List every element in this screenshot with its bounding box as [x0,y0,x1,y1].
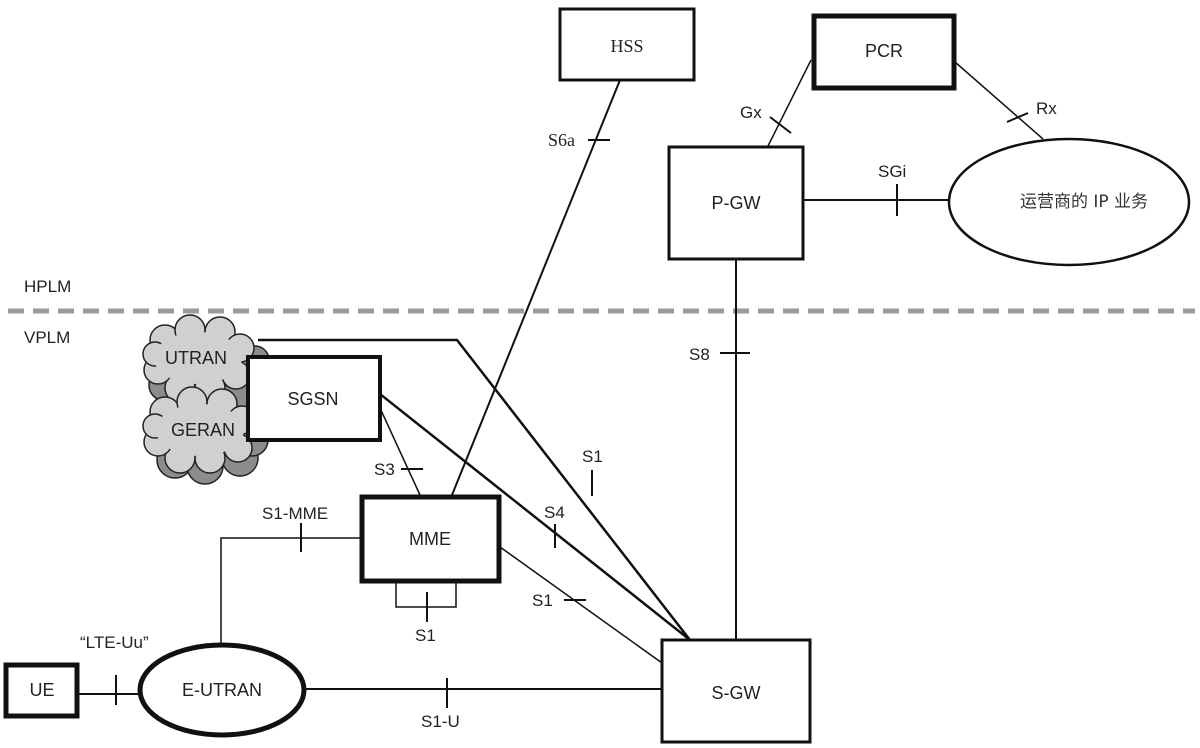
interface-ticks [115,112,1029,708]
connections [77,59,1044,695]
node-ue[interactable]: UE [3,662,80,719]
label-s8: S8 [689,345,710,364]
label-s4: S4 [544,503,565,522]
label-s11: S1 [532,591,553,610]
cloud-utran [142,314,255,404]
pcr-label: PCR [865,41,903,61]
label-rx: Rx [1036,99,1057,118]
ue-label: UE [29,680,54,700]
node-pgw[interactable]: P-GW [667,145,805,261]
operator-ip-label: 运营商的 IP 业务 [1020,192,1148,212]
node-operator-ip-services[interactable]: 运营商的 IP 业务 [947,137,1191,267]
label-lte-uu: “LTE-Uu” [80,633,149,652]
link-pcr-operator [954,61,1044,140]
link-pgw-pcr [767,59,812,147]
label-s1-mme: S1-MME [262,504,328,523]
link-mme-sgw [499,546,663,664]
hss-label: HSS [610,36,643,56]
region-label-hplm: HPLM [24,277,71,296]
node-sgw[interactable]: S-GW [660,638,812,744]
link-sgsn-sgw [379,393,691,641]
tick-rx [1006,112,1029,123]
tick-gx [769,116,792,134]
link-sgsn-mme [379,407,421,496]
cloud-geran [142,386,257,474]
label-s3: S3 [374,460,395,479]
link-utran-sgw [258,338,691,641]
mme-label: MME [409,529,451,549]
label-s1u: S1-U [421,712,460,731]
link-mme-eutran [220,537,360,643]
label-s1-sgsn: S1 [582,447,603,466]
link-hss-mme [451,79,621,496]
label-s1-loop: S1 [415,626,436,645]
label-gx: Gx [740,103,762,122]
label-sgi: SGi [878,162,906,181]
region-label-vplm: VPLM [24,328,70,347]
geran-label: GERAN [171,420,235,440]
node-eutran[interactable]: E-UTRAN [137,642,307,738]
utran-label: UTRAN [165,348,227,368]
node-hss[interactable]: HSS [558,7,696,82]
node-mme[interactable]: MME [359,494,502,584]
sgsn-label: SGSN [287,389,338,409]
pgw-label: P-GW [712,193,761,213]
ran-clouds: UTRAN GERAN [142,314,270,485]
node-pcr[interactable]: PCR [811,13,957,91]
label-s6a: S6a [548,130,575,150]
sgw-label: S-GW [712,683,761,703]
eutran-label: E-UTRAN [182,680,262,700]
node-sgsn[interactable]: SGSN [246,355,382,442]
